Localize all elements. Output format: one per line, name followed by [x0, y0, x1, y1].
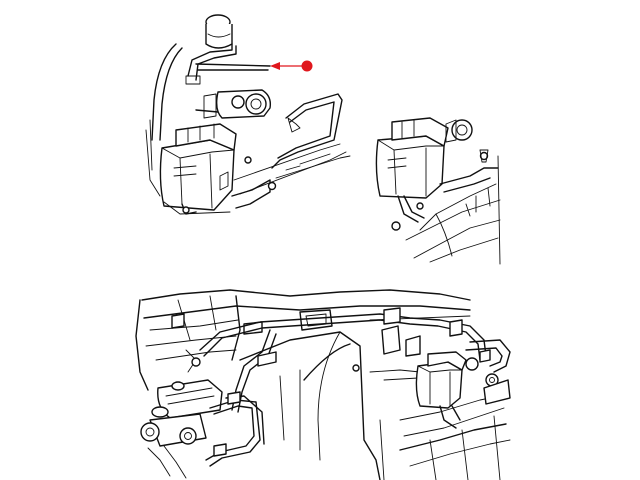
abs-module-detail-top-left: [145, 14, 351, 215]
mounting-bracket-right: [391, 149, 499, 231]
master-cylinder-bottom: [140, 379, 223, 479]
motor-pump-right: [445, 119, 473, 143]
brake-line-upper: [151, 43, 271, 141]
brake-line-crossover: [271, 93, 343, 169]
brake-line-lower: [135, 299, 360, 467]
abs-hydraulic-unit-right: [375, 117, 449, 199]
body-structure-lines: [145, 119, 351, 215]
abs-hydraulic-unit-bottom: [415, 351, 499, 429]
master-cylinder: [195, 89, 272, 119]
abs-module-detail-top-right: [375, 117, 501, 265]
firewall-cowl: [141, 289, 471, 361]
callout-pointer: [270, 60, 313, 72]
abs-hydraulic-unit: [159, 123, 237, 211]
engine-bay-brake-line-routing: [135, 289, 511, 480]
frame-rail-right: [379, 379, 511, 480]
body-structure-right: [405, 155, 501, 265]
fluid-reservoir: [205, 14, 233, 49]
